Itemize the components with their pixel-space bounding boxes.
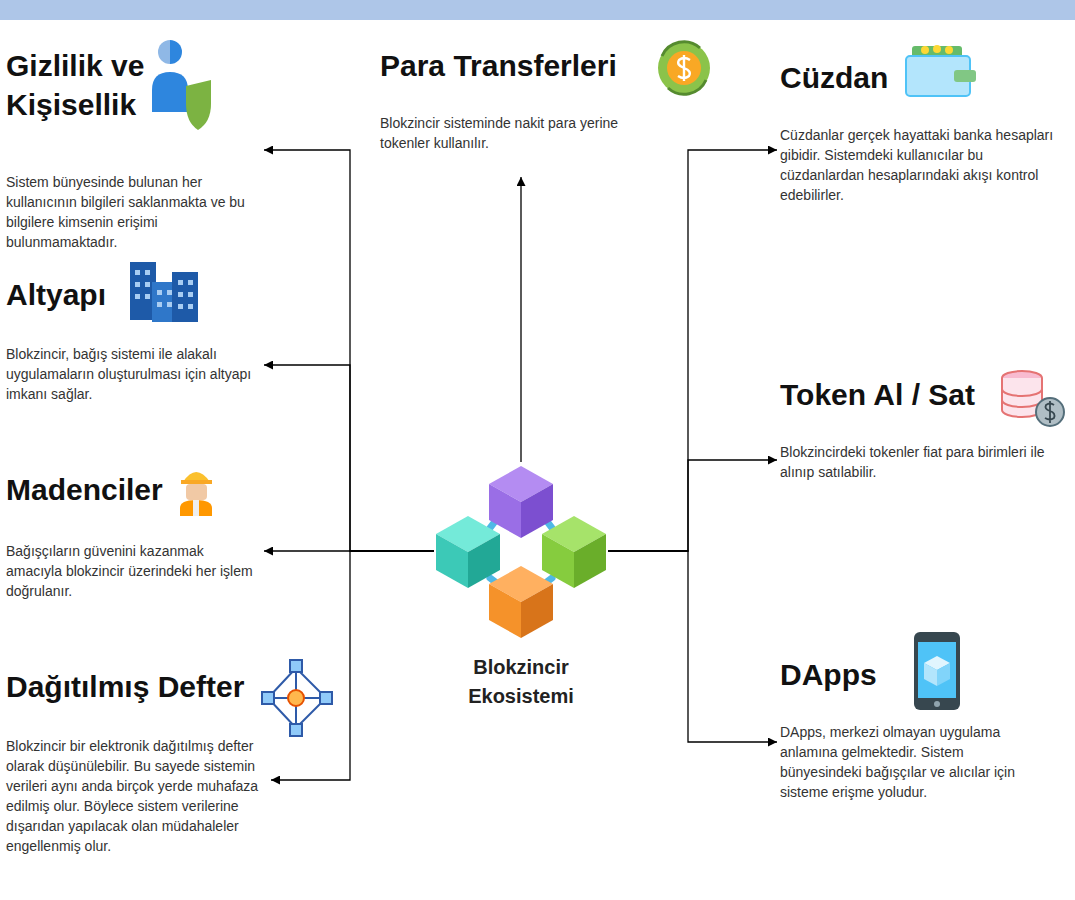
cube-orange: [489, 566, 553, 638]
connector-arrow: [608, 460, 777, 551]
cube-purple: [489, 466, 553, 538]
feature-node: Gizlilik ve KişisellikSistem bünyesinde …: [6, 46, 261, 252]
top-band: [0, 0, 1075, 20]
feature-node: DAppsDApps, merkezi olmayan uygulama anl…: [780, 655, 1040, 802]
connector-arrow: [608, 551, 777, 742]
node-heading: Para Transferleri: [380, 46, 670, 85]
cube-cluster: [436, 466, 606, 638]
feature-node: Dağıtılmış DefterBlokzincir bir elektron…: [6, 667, 268, 856]
node-description: Cüzdanlar gerçek hayattaki banka hesapla…: [780, 125, 1055, 205]
ledger-icon: [262, 660, 332, 736]
node-heading: Dağıtılmış Defter: [6, 667, 268, 706]
connector-arrow: [264, 150, 434, 551]
node-heading: Madenciler: [6, 470, 261, 509]
phone-icon: [914, 632, 960, 710]
wallet-icon: [906, 45, 976, 96]
node-description: Blokzincir bir elektronik dağıtılmış def…: [6, 736, 268, 856]
feature-node: Token Al / SatBlokzincirdeki tokenler fi…: [780, 375, 1065, 482]
miner-icon: [180, 472, 212, 516]
node-heading: Token Al / Sat: [780, 375, 1065, 414]
cube-teal: [436, 516, 500, 588]
connector-arrow: [264, 365, 434, 551]
node-description: Blokzincirdeki tokenler fiat para biriml…: [780, 442, 1065, 482]
node-description: DApps, merkezi olmayan uygulama anlamına…: [780, 722, 1040, 802]
feature-node: Para TransferleriBlokzincir sisteminde n…: [380, 46, 670, 153]
building-icon: [130, 262, 198, 322]
feature-node: AltyapıBlokzincir, bağış sistemi ile ala…: [6, 275, 261, 404]
hub-node: Blokzincir Ekosistemi: [434, 462, 608, 717]
node-heading: DApps: [780, 655, 1040, 694]
node-heading: Altyapı: [6, 275, 261, 314]
token-icon: [1002, 371, 1064, 426]
node-description: Blokzincir sisteminde nakit para yerine …: [380, 113, 670, 153]
node-description: Blokzincir, bağış sistemi ile alakalı uy…: [6, 344, 261, 404]
transfer-icon: [658, 42, 710, 94]
privacy-icon: [152, 40, 211, 130]
node-heading: Cüzdan: [780, 58, 1055, 97]
feature-node: CüzdanCüzdanlar gerçek hayattaki banka h…: [780, 58, 1055, 205]
feature-node: MadencilerBağışçıların güvenini kazanmak…: [6, 470, 261, 601]
cube-green: [542, 516, 606, 588]
node-heading: Gizlilik ve Kişisellik: [6, 46, 156, 124]
connector-arrow: [520, 177, 521, 462]
connector-arrow: [271, 551, 434, 780]
hub-label: Blokzincir Ekosistemi: [434, 653, 608, 711]
node-description: Bağışçıların güvenini kazanmak amacıyla …: [6, 541, 261, 601]
node-description: Sistem bünyesinde bulunan her kullanıcın…: [6, 172, 261, 252]
connector-arrow: [608, 150, 777, 551]
